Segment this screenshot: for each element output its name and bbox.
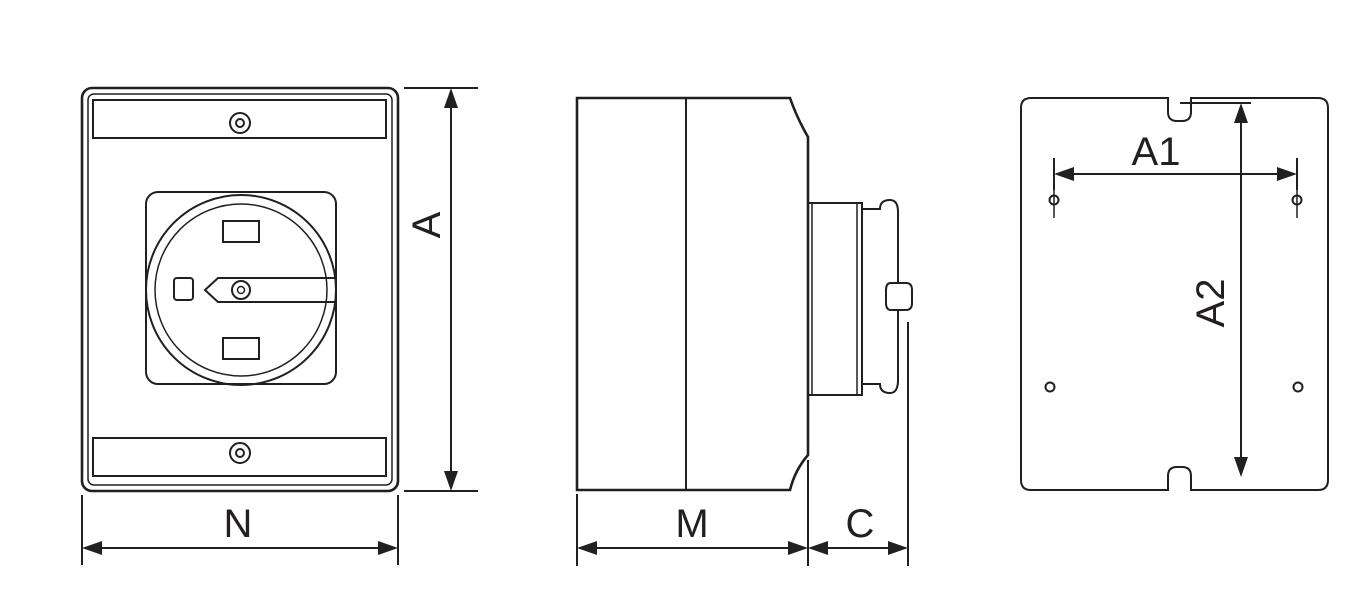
dimension-c: C xyxy=(808,322,909,566)
dimension-a1: A1 xyxy=(1053,130,1298,190)
enclosure-outer-outline xyxy=(80,86,400,493)
dimension-a1-label: A1 xyxy=(1132,130,1181,174)
dimension-n-label: N xyxy=(224,502,253,546)
back-plate-outline xyxy=(1020,97,1329,491)
front-view: A N xyxy=(80,86,478,565)
back-view: A1 A2 xyxy=(1020,97,1329,491)
dimension-m-label: M xyxy=(675,502,708,546)
bottom-cover-strip xyxy=(92,437,387,477)
switch-collar xyxy=(807,202,863,396)
dimension-a2: A2 xyxy=(1180,102,1251,477)
side-view: M C xyxy=(575,96,913,566)
knob-side-profile xyxy=(862,198,913,395)
dimension-a: A xyxy=(404,87,478,492)
mounting-hole-bottom-right xyxy=(1292,381,1304,393)
bottom-screw-icon xyxy=(229,442,251,464)
enclosure-inner-outline xyxy=(87,93,393,486)
mounting-hole-bottom-left xyxy=(1044,381,1056,393)
enclosure-side-outline xyxy=(575,96,810,492)
mounting-hole-top-left xyxy=(1048,188,1060,218)
dimension-a2-label: A2 xyxy=(1189,279,1233,328)
dimension-m: M xyxy=(576,460,809,566)
mounting-hole-top-right xyxy=(1291,188,1303,218)
top-screw-icon xyxy=(229,112,251,134)
top-cover-strip xyxy=(92,99,387,139)
dimension-c-label: C xyxy=(846,502,875,546)
dimension-n: N xyxy=(81,495,399,565)
rotary-knob-icon xyxy=(145,194,337,386)
dimension-a-label: A xyxy=(405,211,449,238)
